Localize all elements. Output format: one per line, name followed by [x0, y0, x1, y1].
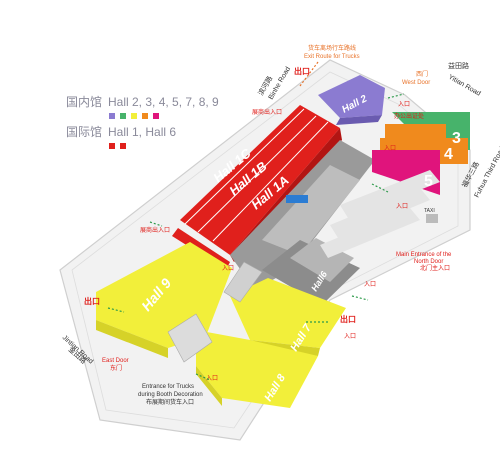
direction-arrow — [371, 183, 389, 193]
legend-swatch-orange — [142, 113, 148, 119]
hall-9-front — [96, 320, 168, 358]
exit-label-right: 出口 — [340, 314, 356, 324]
west-door-cn: 西门 — [416, 70, 428, 78]
truck-route-arrow — [299, 61, 319, 87]
hall-8-face — [196, 366, 222, 406]
truck-entrance-cn: 布展期间货车入口 — [146, 398, 194, 406]
truck-route-en: Exit Route for Trucks — [304, 54, 360, 60]
hall-2-building — [318, 75, 385, 118]
hall-1-stripe — [212, 121, 329, 242]
direction-arrow — [195, 373, 211, 381]
direction-arrow — [351, 295, 369, 301]
hall-8-building — [196, 330, 318, 408]
legend-swatch-red-2 — [120, 143, 126, 149]
road-fuhua-en: Fuhua Third Road — [474, 146, 500, 199]
entrance-label-1: 入口 — [398, 101, 410, 108]
side-walkway — [330, 188, 430, 238]
legend-swatch-red-1 — [109, 143, 115, 149]
entrance-label-3: 入口 — [396, 203, 408, 210]
hall-3-label: 3 — [452, 130, 461, 147]
entrance-label-4: 入口 — [364, 281, 376, 288]
entrance-label-7: 入口 — [222, 265, 234, 272]
road-yitian-cn: 益田路 — [448, 61, 469, 70]
central-concourse-top — [262, 165, 360, 255]
legend-swatch-yellow — [131, 113, 137, 119]
truck-route-cn: 货车离场行车路线 — [308, 44, 356, 52]
side-walkway — [340, 170, 440, 218]
office-entrance-label: 办公出证处 — [394, 112, 424, 120]
west-door-en: West Door — [402, 80, 430, 86]
taxi-icon — [426, 214, 438, 223]
legend-domestic-halls: Hall 2, 3, 4, 5, 7, 8, 9 — [108, 95, 219, 109]
info-sign — [286, 195, 308, 203]
legend-intl-halls: Hall 1, Hall 6 — [108, 125, 176, 139]
exhibitor-exit-label: 展商出入口 — [252, 108, 282, 116]
hall-1-stripe — [197, 115, 317, 233]
direction-arrow — [107, 307, 125, 313]
hall-6-top — [290, 238, 354, 282]
hall-1-building — [180, 105, 340, 255]
exhibitor-exit-label-left: 展商出入口 — [140, 226, 170, 234]
entrance-label-6: 入口 — [206, 375, 218, 382]
hall-3-roof — [392, 112, 470, 124]
hall-4-label: 4 — [444, 146, 453, 163]
connector-bridge — [223, 261, 263, 303]
entrance-label-5: 入口 — [344, 333, 356, 340]
legend-swatch-green — [120, 113, 126, 119]
hall-6-building — [262, 240, 360, 305]
main-entrance-en-2: North Door — [414, 259, 443, 265]
legend-swatch-magenta — [153, 113, 159, 119]
hall-5-label: 5 — [424, 173, 433, 190]
hall-7-building — [230, 278, 346, 348]
hall-1-stripe — [184, 108, 305, 225]
entrance-label-2: 入口 — [384, 145, 396, 152]
legend-swatch-purple — [109, 113, 115, 119]
east-door-cn: 东门 — [110, 364, 122, 372]
road-yitian-en: Yitian Road — [447, 74, 482, 98]
exit-label-top: 出口 — [294, 66, 310, 76]
side-walkway — [320, 208, 420, 258]
legend-intl-cn: 国际馆 — [66, 124, 102, 139]
direction-arrow — [387, 93, 405, 99]
main-entrance-en-1: Main Entrance of the — [396, 252, 452, 258]
truck-entrance-en-2: during Booth Decoration — [138, 392, 203, 398]
staircase — [167, 313, 213, 363]
east-door-en: East Door — [102, 358, 129, 364]
hall-2-face — [336, 115, 382, 125]
taxi-label: TAXI — [424, 208, 435, 214]
exit-label-left: 出口 — [84, 296, 100, 306]
main-entrance-cn: 北门主入口 — [420, 264, 450, 272]
truck-entrance-en-1: Entrance for Trucks — [142, 384, 194, 390]
legend-domestic-cn: 国内馆 — [66, 94, 102, 109]
